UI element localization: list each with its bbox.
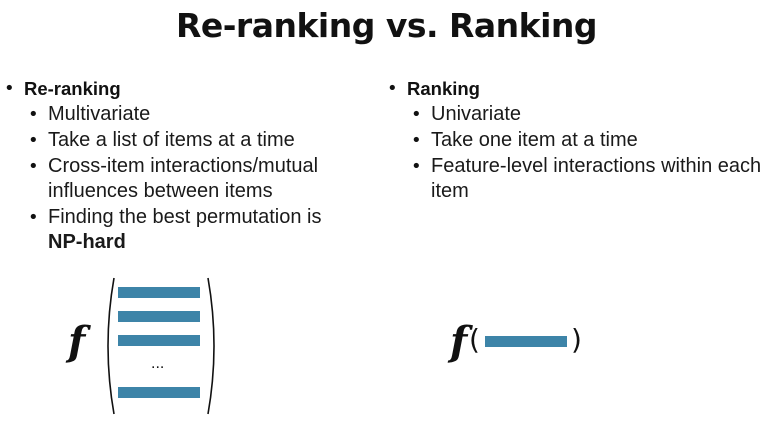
ranking-column: • Ranking • Univariate • Take one item a… (387, 76, 767, 204)
list-item-text: Finding the best permutation is NP-hard (48, 205, 322, 255)
ranking-heading: Ranking (407, 78, 480, 99)
ranking-heading-item: • Ranking (387, 76, 767, 101)
left-bracket (107, 277, 115, 415)
bullet-icon: • (28, 130, 39, 151)
list-item: • Feature-level interactions within each… (411, 154, 767, 204)
list-item-text: Feature-level interactions within each i… (431, 155, 762, 202)
list-item: • Cross-item interactions/mutual influen… (28, 154, 384, 204)
list-item: • Multivariate (28, 102, 384, 127)
bullet-icon: • (28, 104, 39, 125)
bullet-icon: • (387, 78, 398, 99)
item-bar (118, 287, 200, 298)
function-symbol: f (450, 318, 468, 365)
list-item-text: Multivariate (48, 103, 151, 125)
list-item-text: Take one item at a time (431, 129, 638, 151)
close-paren: ) (571, 323, 582, 356)
reranking-heading-item: • Re-ranking (4, 76, 384, 101)
reranking-heading: Re-ranking (24, 78, 121, 99)
slide-title: Re-ranking vs. Ranking (175, 6, 598, 45)
list-item-text: Take a list of items at a time (48, 129, 295, 151)
list-item-text: Univariate (431, 103, 522, 125)
bullet-icon: • (411, 130, 422, 151)
item-bar (118, 311, 200, 322)
open-paren: ( (469, 323, 480, 356)
bullet-icon: • (411, 104, 422, 125)
bullet-icon: • (28, 207, 39, 228)
ranking-sublist: • Univariate • Take one item at a time •… (411, 102, 767, 204)
item-bar (118, 335, 200, 346)
list-item: • Univariate (411, 102, 767, 127)
bullet-icon: • (28, 156, 39, 177)
item-bar (118, 387, 200, 398)
np-hard-emphasis: NP-hard (48, 231, 126, 253)
reranking-column: • Re-ranking • Multivariate • Take a lis… (4, 76, 384, 255)
list-item-text: Cross-item interactions/mutual influence… (48, 155, 319, 202)
item-bar (485, 336, 567, 347)
matrix-brackets (107, 277, 215, 415)
list-item-text-main: Finding the best permutation is (48, 206, 322, 228)
right-bracket (207, 277, 215, 415)
bullet-icon: • (411, 156, 422, 177)
list-item: • Finding the best permutation is NP-hard (28, 205, 384, 255)
bullet-icon: • (4, 78, 15, 99)
list-item: • Take a list of items at a time (28, 128, 384, 153)
reranking-sublist: • Multivariate • Take a list of items at… (28, 102, 384, 255)
list-item: • Take one item at a time (411, 128, 767, 153)
function-symbol: f (68, 318, 86, 365)
ellipsis: ... (151, 355, 165, 372)
